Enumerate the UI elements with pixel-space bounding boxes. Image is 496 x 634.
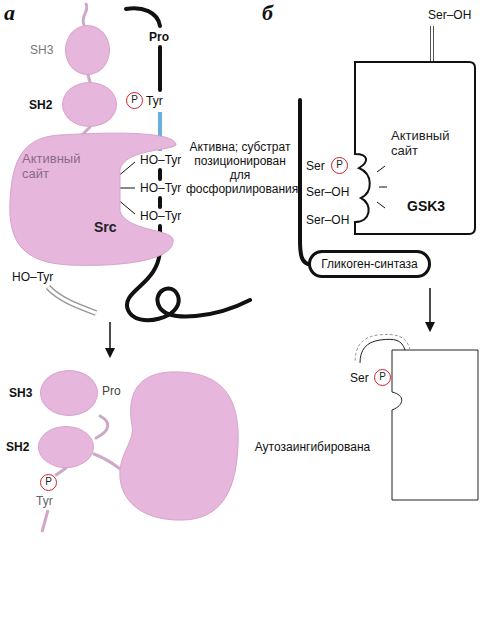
node-outline (10, 133, 176, 265)
domain-blob: SH2 (62, 82, 117, 127)
residue-label: HO–Tyr (140, 181, 181, 195)
phosphate-label: P (332, 158, 347, 172)
node-text: Src (94, 219, 117, 235)
residue-label: HO–Tyr (140, 153, 181, 167)
node-text: SH3 (30, 43, 53, 57)
node-text: SH3 (9, 386, 32, 400)
phosphate-label: P (375, 370, 390, 384)
c-tail (48, 287, 96, 313)
phosphate-circle: P (374, 369, 391, 386)
node-text: SH2 (29, 98, 52, 112)
phosphate-circle: P (40, 474, 57, 491)
kinase-box: Активный сайтGSK3 (355, 62, 475, 234)
state-note: Активна; субстрат позиционирован для фос… (186, 140, 294, 196)
node-text: GSK3 (407, 198, 445, 214)
residue-label: Ser–OH (306, 185, 349, 199)
phosphate-label: P (41, 475, 56, 489)
kinase-domain (120, 372, 238, 520)
gsk3-tail (360, 339, 405, 363)
phosphate-circle: P (331, 157, 348, 174)
panel-letter: б (262, 0, 273, 26)
domain-blob: SH2 (38, 426, 94, 468)
active-site-rays (377, 202, 385, 208)
phosphate-label: P (127, 93, 142, 107)
residue-label: Ser–OH (306, 213, 349, 227)
residue-label: Ser–OH (428, 8, 471, 22)
node-outline (355, 62, 475, 234)
active-site-rays (379, 187, 387, 188)
residue-label: Pro (149, 30, 169, 44)
panel-letter: а (4, 0, 15, 26)
transition-arrow (109, 322, 111, 356)
gsk3-tail (431, 26, 433, 62)
residue-label: Ser (350, 371, 369, 385)
node-text: Активный сайт (22, 151, 102, 181)
protein-box: Гликоген-синтаза (308, 250, 431, 278)
residue-label: Tyr (36, 494, 53, 508)
gsk3-tail (355, 334, 410, 363)
transition-arrow (429, 288, 431, 330)
residue-label: HO–Tyr (12, 270, 53, 284)
linker (42, 510, 48, 532)
phosphate-circle: P (126, 92, 143, 109)
c-tail (48, 287, 96, 313)
gsk3-tail (430, 26, 434, 62)
gsk3-inactive-outline (392, 350, 478, 500)
residue-label: HO–Tyr (140, 209, 181, 223)
substrate-chain (300, 100, 308, 264)
residue-label: Pro (102, 384, 121, 398)
domain-blob: SH3 (40, 370, 98, 416)
node-text: Гликоген-синтаза (321, 257, 417, 271)
state-note: Аутозаингибирована (250, 440, 375, 454)
residue-label: Tyr (146, 94, 163, 108)
residue-label: Ser (306, 159, 325, 173)
node-text: Активный сайт (391, 128, 469, 158)
active-site-rays (377, 166, 385, 172)
domain-blob: SH3 (65, 25, 110, 75)
node-text: SH2 (6, 440, 29, 454)
